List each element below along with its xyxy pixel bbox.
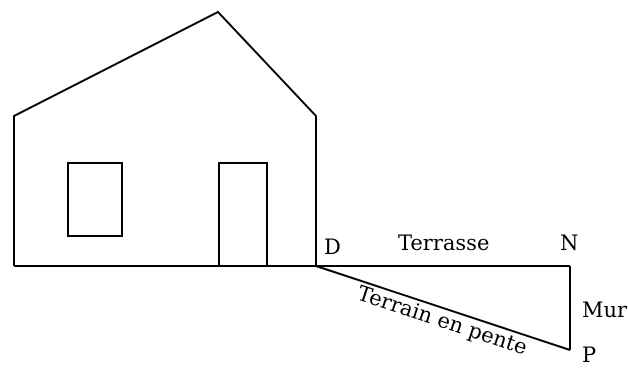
- house-outline: [13, 10, 317, 266]
- slope-label: Terrain en pente: [354, 281, 530, 359]
- slope-segment: [315, 265, 571, 351]
- point-d-label: D: [324, 235, 341, 259]
- point-p-label: P: [582, 343, 596, 367]
- wall-label: Mur: [582, 298, 628, 322]
- point-n-label: N: [560, 231, 578, 255]
- house-door: [218, 162, 268, 266]
- house-window: [67, 162, 123, 237]
- terrace-label: Terrasse: [398, 231, 489, 255]
